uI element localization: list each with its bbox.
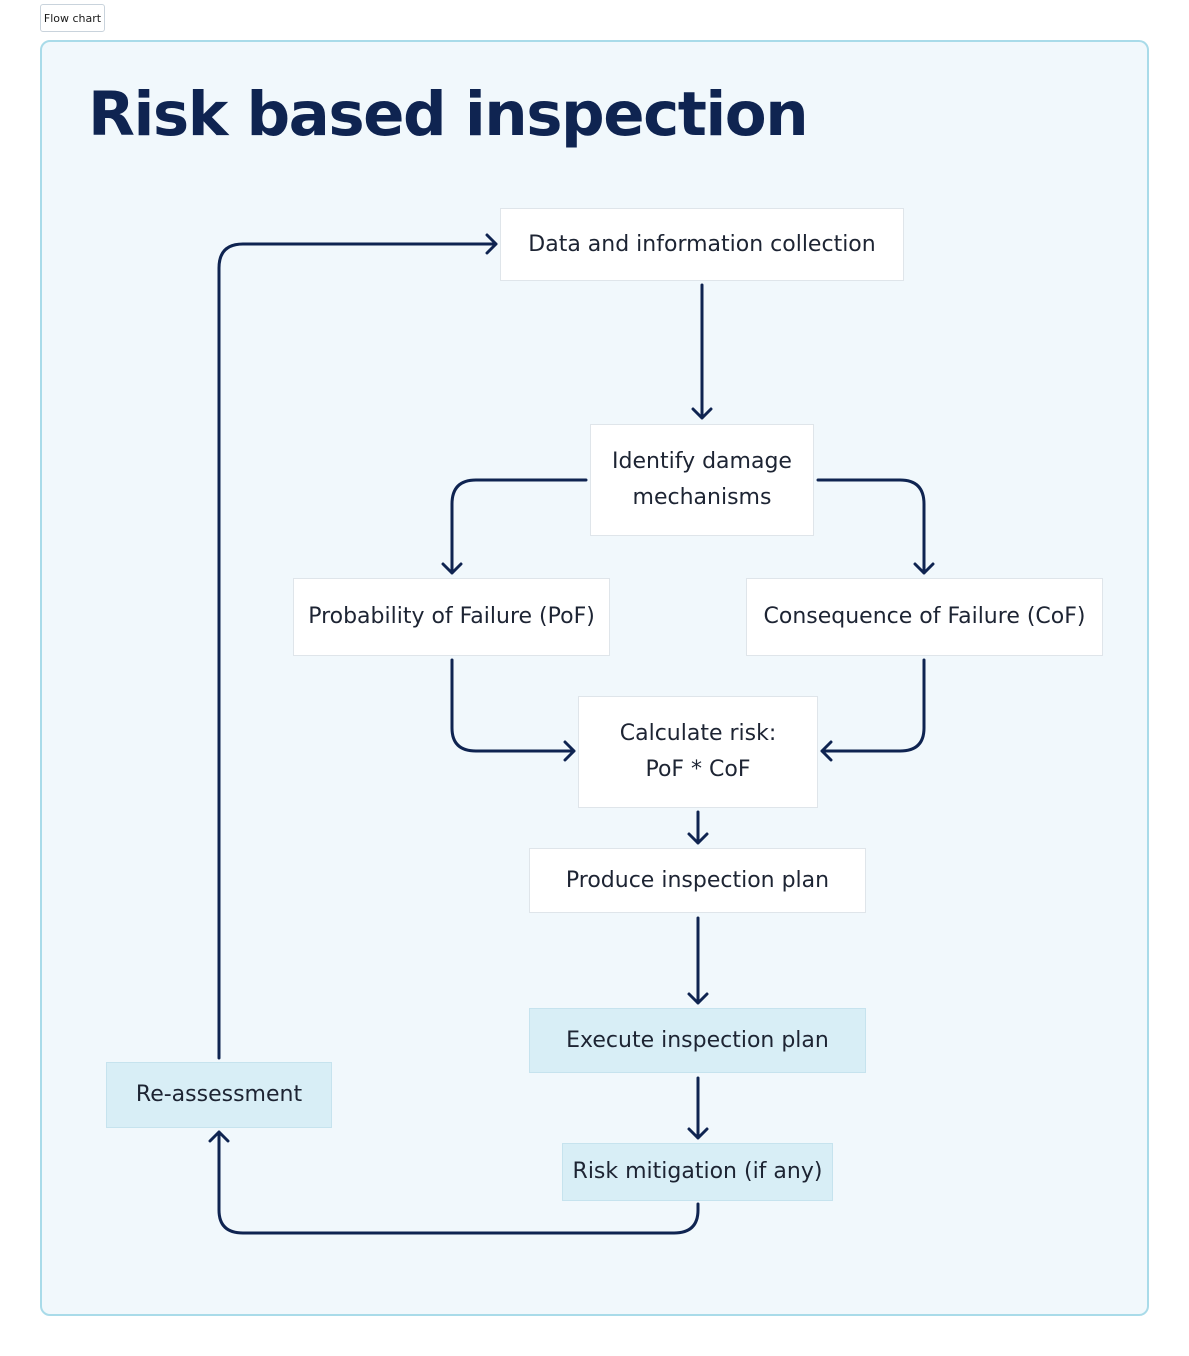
node-identify-damage-label: Identify damage mechanisms [612, 449, 792, 510]
arrow-cof-to-calculate [820, 658, 926, 762]
node-reassessment-label: Re-assessment [135, 1082, 303, 1107]
node-cof-label: Consequence of Failure (CoF) [763, 604, 1086, 629]
arrow-collection-to-identify [691, 283, 713, 420]
node-execute-plan: Execute inspection plan [529, 1008, 866, 1073]
node-produce-plan-label: Produce inspection plan [565, 867, 830, 893]
node-data-collection: Data and information collection [500, 208, 904, 281]
node-risk-mitigation: Risk mitigation (if any) [562, 1143, 833, 1201]
arrow-calculate-to-produce [687, 810, 709, 845]
node-calculate-risk: Calculate risk: PoF * CoF [578, 696, 818, 808]
arrow-pof-to-calculate [450, 658, 576, 762]
node-calculate-risk-line2: PoF * CoF [645, 757, 751, 782]
node-execute-plan-label: Execute inspection plan [566, 1027, 829, 1053]
node-produce-plan: Produce inspection plan [529, 848, 866, 913]
node-cof: Consequence of Failure (CoF) [746, 578, 1103, 656]
arrow-identify-to-cof [816, 478, 935, 575]
arrow-produce-to-execute [687, 916, 709, 1005]
node-data-collection-label: Data and information collection [528, 231, 876, 257]
flow-chart-tag[interactable]: Flow chart [40, 4, 105, 32]
node-pof-label: Probability of Failure (PoF) [308, 604, 595, 629]
node-identify-damage: Identify damage mechanisms [590, 424, 814, 536]
arrow-reassessment-to-collection [217, 233, 498, 1060]
arrow-mitigation-to-reassessment [208, 1130, 700, 1235]
node-calculate-risk-line1: Calculate risk: [619, 721, 777, 746]
node-risk-mitigation-label: Risk mitigation (if any) [572, 1159, 823, 1184]
diagram-title: Risk based inspection [88, 79, 809, 150]
node-reassessment: Re-assessment [106, 1062, 332, 1128]
arrow-execute-to-mitigation [687, 1076, 709, 1140]
node-pof: Probability of Failure (PoF) [293, 578, 610, 656]
arrow-identify-to-pof [441, 478, 588, 575]
